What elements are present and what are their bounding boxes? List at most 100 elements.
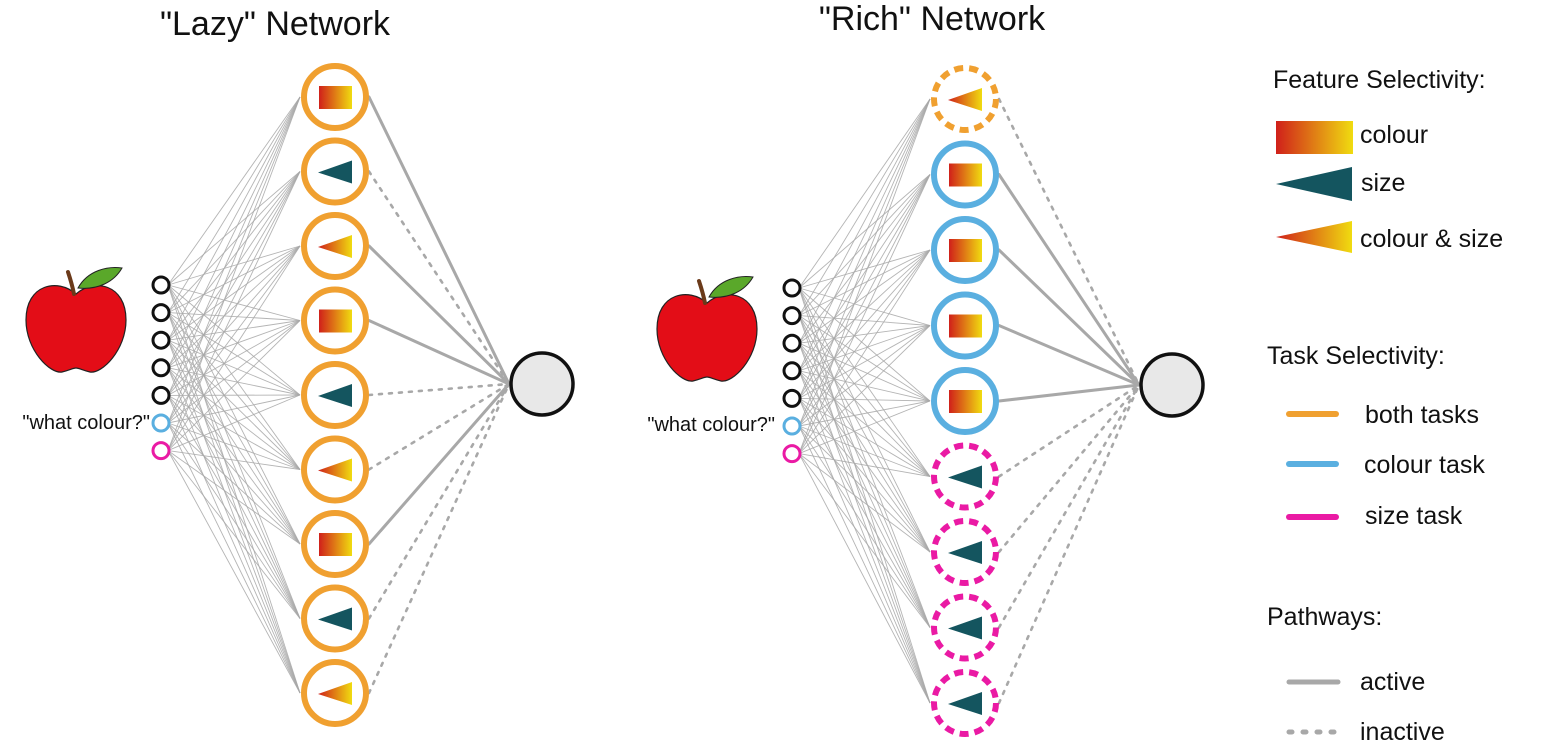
connection-line xyxy=(798,398,931,704)
inactive-pathway xyxy=(997,97,1141,387)
inactive-pathway xyxy=(997,383,1141,629)
hidden-output-connections xyxy=(997,97,1141,705)
hidden-unit xyxy=(931,669,999,737)
active-pathway xyxy=(997,324,1141,387)
connection-line xyxy=(798,249,931,399)
connection-line xyxy=(167,171,301,369)
legend-colour-icon xyxy=(1276,121,1353,154)
connection-line xyxy=(798,98,931,344)
output-unit xyxy=(509,351,575,417)
colour-feature-icon xyxy=(319,86,352,109)
hidden-unit xyxy=(301,435,369,504)
connection-line xyxy=(798,325,931,427)
active-pathway xyxy=(367,244,511,386)
size-feature-icon xyxy=(318,160,352,184)
legend-colour-label: colour xyxy=(1360,121,1428,149)
connection-line xyxy=(798,287,931,477)
connection-line xyxy=(167,245,301,341)
connection-line xyxy=(167,340,301,694)
legend-feature-heading: Feature Selectivity: xyxy=(1273,66,1486,94)
connection-line xyxy=(798,425,931,553)
lazy-network xyxy=(151,63,575,727)
connection-line xyxy=(798,249,931,289)
connection-line xyxy=(167,395,301,694)
colour-feature-icon xyxy=(949,239,982,262)
connection-line xyxy=(167,284,301,545)
connection-line xyxy=(798,315,931,326)
connection-line xyxy=(798,98,931,316)
connection-line xyxy=(167,245,301,396)
connection-line xyxy=(798,370,931,704)
connection-line xyxy=(167,320,301,424)
size-feature-icon xyxy=(318,384,352,407)
colour-feature-icon xyxy=(949,163,982,187)
connection-line xyxy=(798,249,931,454)
connection-line xyxy=(798,398,931,477)
connection-line xyxy=(798,174,931,289)
connection-line xyxy=(167,422,301,694)
hidden-output-connections xyxy=(367,95,511,695)
input-layer xyxy=(151,275,171,461)
lazy-apple-icon xyxy=(25,267,127,373)
colour-cue-input-unit xyxy=(151,413,171,433)
connection-line xyxy=(167,450,301,694)
connection-line xyxy=(798,400,931,455)
input-unit xyxy=(151,275,171,295)
connection-line xyxy=(167,284,301,470)
size-feature-icon xyxy=(948,616,982,640)
connection-line xyxy=(167,312,301,619)
inactive-pathway xyxy=(367,382,511,695)
connection-line xyxy=(167,339,301,470)
size-feature-icon xyxy=(948,692,982,715)
connection-line xyxy=(798,342,931,477)
hidden-unit xyxy=(301,137,369,206)
connection-line xyxy=(167,320,301,451)
connection-line xyxy=(167,367,301,545)
connection-line xyxy=(167,394,301,452)
connection-line xyxy=(798,398,931,553)
connection-line xyxy=(798,425,931,628)
connection-line xyxy=(167,245,301,424)
connection-line xyxy=(167,450,301,619)
output-unit xyxy=(1139,352,1205,418)
connection-line xyxy=(798,174,931,316)
legend-colour-task-label: colour task xyxy=(1364,451,1485,479)
connection-line xyxy=(167,367,301,619)
rich-cue-label: "what colour?" xyxy=(647,414,775,436)
hidden-unit xyxy=(301,510,369,578)
lazy-cue-label: "what colour?" xyxy=(22,412,150,434)
connection-line xyxy=(167,312,301,694)
connection-line xyxy=(798,249,931,372)
connection-line xyxy=(167,96,301,286)
connection-line xyxy=(167,320,301,396)
connection-line xyxy=(167,450,301,470)
hidden-unit xyxy=(931,291,999,360)
connection-line xyxy=(798,342,931,553)
input-unit xyxy=(151,303,171,323)
connection-line xyxy=(167,171,301,424)
active-pathway xyxy=(367,95,511,386)
legend-inactive-label: inactive xyxy=(1360,718,1445,746)
connection-line xyxy=(798,174,931,427)
connection-line xyxy=(798,453,931,628)
connection-line xyxy=(798,453,931,477)
connection-line xyxy=(167,171,301,396)
colour-feature-icon xyxy=(949,314,982,338)
inactive-pathway xyxy=(367,170,511,386)
connection-line xyxy=(798,370,931,553)
connection-line xyxy=(167,340,301,619)
connection-line xyxy=(798,98,931,371)
inactive-pathway xyxy=(367,382,511,397)
connection-line xyxy=(167,96,301,313)
connection-line xyxy=(798,343,931,704)
input-unit xyxy=(151,385,171,405)
rich-network xyxy=(782,65,1205,737)
legend-colour-size-icon xyxy=(1276,221,1352,253)
connection-line xyxy=(798,287,931,553)
active-pathway xyxy=(997,173,1141,387)
hidden-layer xyxy=(931,65,999,737)
colour-feature-icon xyxy=(319,309,352,333)
connection-line xyxy=(798,287,931,326)
hidden-unit xyxy=(931,518,999,586)
connection-line xyxy=(167,422,301,545)
